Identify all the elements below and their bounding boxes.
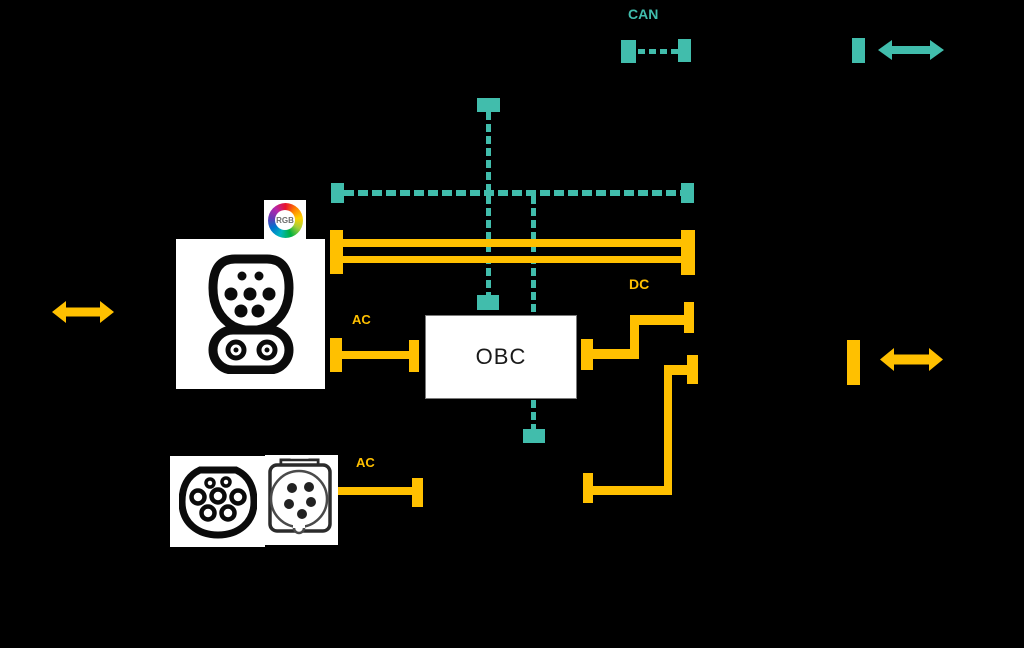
dc-out1-top-segment xyxy=(634,315,686,325)
ac-socket-line xyxy=(338,487,412,495)
orange-double-arrow-icon xyxy=(880,344,943,375)
obc-label: OBC xyxy=(475,344,527,369)
teal-legend-bar xyxy=(852,38,865,63)
below-obc-can-node xyxy=(523,429,545,443)
inlet-double-arrow-icon xyxy=(52,298,114,326)
rgb-badge-label: RGB xyxy=(276,215,294,225)
obc-can-node xyxy=(477,295,499,310)
ccs-combo2-inlet-icon xyxy=(207,254,294,374)
hv-bus-line-1 xyxy=(343,239,681,247)
can-legend-label: CAN xyxy=(628,6,659,22)
can-bus-cap-right xyxy=(681,183,694,203)
can-top-node xyxy=(477,98,500,112)
obc-box: OBC xyxy=(425,315,577,399)
dc-out2-cap-right xyxy=(687,355,698,384)
dc-out2-end-cap xyxy=(583,473,593,503)
dc-label: DC xyxy=(629,276,650,292)
cee-socket-icon xyxy=(268,458,332,535)
ac-obc-label: AC xyxy=(352,312,371,327)
can-bus-line xyxy=(344,190,681,196)
can-legend-dashed-line xyxy=(638,49,680,54)
ac-in-line xyxy=(341,351,409,359)
dc-out1-bottom-segment xyxy=(592,349,634,359)
obc-left-cap xyxy=(409,340,419,372)
dc-out2-vertical-segment xyxy=(664,365,672,495)
rgb-color-wheel-icon: RGB xyxy=(267,202,303,238)
obc-right-cap xyxy=(581,339,593,370)
can-legend-node-left xyxy=(621,40,636,63)
dc-out2-bottom-segment xyxy=(593,486,667,495)
rgb-badge: RGB xyxy=(264,200,306,240)
dc-out1-cap xyxy=(684,302,694,333)
hv-bus-cap-right xyxy=(681,230,695,275)
cee-socket-box xyxy=(265,455,338,545)
ccs-inlet-box xyxy=(176,239,325,389)
type2-plug-icon xyxy=(178,466,257,539)
type2-plug-box xyxy=(170,456,265,547)
can-legend-node-right xyxy=(678,39,691,62)
can-vertical-line-upper xyxy=(486,112,491,194)
ac-socket-label: AC xyxy=(356,455,375,470)
dc-out2-top-segment xyxy=(670,365,687,375)
orange-legend-bar xyxy=(847,340,860,385)
can-bus-cap-left xyxy=(331,183,344,203)
ac-socket-cap xyxy=(412,478,423,507)
hv-bus-line-2 xyxy=(343,256,681,263)
ac-in-cap-left xyxy=(330,338,342,372)
can-drop-below-obc xyxy=(531,196,536,429)
dc-out1-vertical-segment xyxy=(630,315,639,359)
hv-bus-cap-left xyxy=(330,230,343,274)
teal-double-arrow-icon xyxy=(878,38,944,62)
